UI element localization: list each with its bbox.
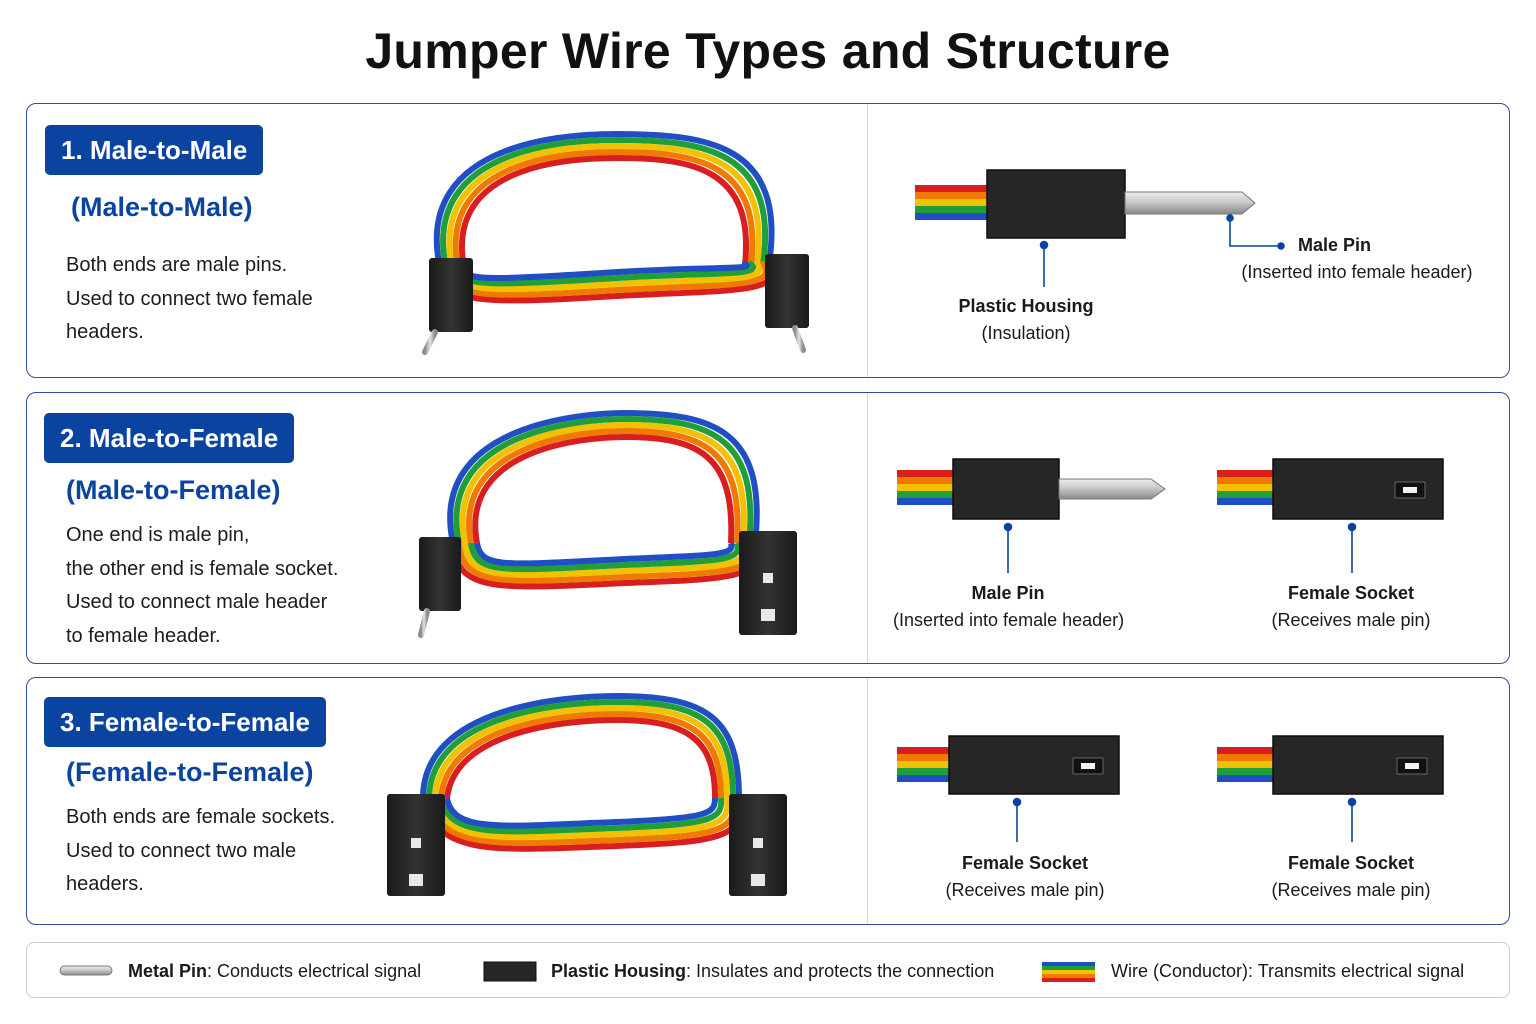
- type-badge: 2. Male-to-Female: [44, 413, 295, 463]
- female-to-female-artwork: [387, 692, 1444, 896]
- male-end-pin: [418, 608, 430, 638]
- female-end-housing: [739, 531, 797, 635]
- legend-metal-pin: Metal Pin: Conducts electrical signal: [128, 961, 422, 981]
- panel-divider: [867, 393, 868, 663]
- type-badge: 1. Male-to-Male: [45, 125, 264, 175]
- panel-male-to-male: 1. Male-to-Male (Male-to-Male) Both ends…: [26, 103, 1510, 378]
- panel-female-to-female: 3. Female-to-Female (Female-to-Female) B…: [26, 677, 1510, 925]
- legend: Metal Pin: Conducts electrical signal Pl…: [26, 942, 1510, 998]
- metal-pin-icon: [59, 965, 113, 976]
- type-description: Both ends are female sockets. Used to co…: [66, 806, 336, 895]
- legend-wire-conductor: Wire (Conductor): Transmits electrical s…: [1111, 961, 1465, 981]
- female-connector-diagram: [1217, 458, 1444, 520]
- callout-male-pin: [1003, 522, 1013, 573]
- panel-divider: [867, 678, 868, 924]
- male-connector-diagram: [915, 169, 1256, 239]
- right-housing: [765, 254, 809, 328]
- jumper-wire-loop: [447, 409, 760, 590]
- panel-male-to-female: 2. Male-to-Female (Male-to-Female) One e…: [26, 392, 1510, 664]
- left-female-housing: [387, 794, 445, 896]
- right-metal-pin: [792, 325, 806, 353]
- type-description: One end is male pin, the other end is fe…: [66, 524, 339, 647]
- label-female-socket: Female Socket (Receives male pin): [1271, 583, 1431, 630]
- type-subtitle: (Male-to-Male): [71, 192, 253, 222]
- male-to-female-artwork: [418, 409, 1444, 638]
- label-male-pin: Male Pin (Inserted into female header): [893, 583, 1125, 630]
- female-connector-diagram-left: [897, 735, 1120, 795]
- callout-female-socket-right: [1347, 797, 1357, 842]
- callout-pin: [1226, 214, 1285, 250]
- type-subtitle: (Female-to-Female): [66, 757, 314, 787]
- legend-plastic-housing: Plastic Housing: Insulates and protects …: [551, 961, 995, 981]
- label-female-socket-left: Female Socket (Receives male pin): [945, 853, 1105, 900]
- label-male-pin: Male Pin (Inserted into female header): [1241, 235, 1473, 282]
- callout-female-socket-left: [1012, 797, 1022, 842]
- male-connector-diagram: [897, 458, 1166, 520]
- female-connector-diagram-right: [1217, 735, 1444, 795]
- wire-conductor-icon: [1042, 962, 1095, 982]
- male-end-housing: [419, 537, 461, 611]
- callout-female-socket: [1347, 522, 1357, 573]
- type-description: Both ends are male pins. Used to connect…: [66, 254, 313, 343]
- male-to-male-artwork: [422, 130, 1285, 355]
- type-badge: 3. Female-to-Female: [44, 697, 326, 747]
- callout-housing: [1039, 240, 1049, 287]
- plastic-housing-icon: [483, 961, 537, 982]
- right-female-housing: [729, 794, 787, 896]
- panel-divider: [867, 104, 868, 377]
- left-housing: [429, 258, 473, 332]
- left-metal-pin: [422, 329, 438, 355]
- page-title: Jumper Wire Types and Structure: [365, 23, 1171, 79]
- type-subtitle: (Male-to-Female): [66, 475, 281, 505]
- jumper-wire-loop: [433, 130, 776, 304]
- jumper-wire-loop: [420, 692, 744, 852]
- label-female-socket-right: Female Socket (Receives male pin): [1271, 853, 1431, 900]
- label-plastic-housing: Plastic Housing (Insulation): [958, 296, 1094, 343]
